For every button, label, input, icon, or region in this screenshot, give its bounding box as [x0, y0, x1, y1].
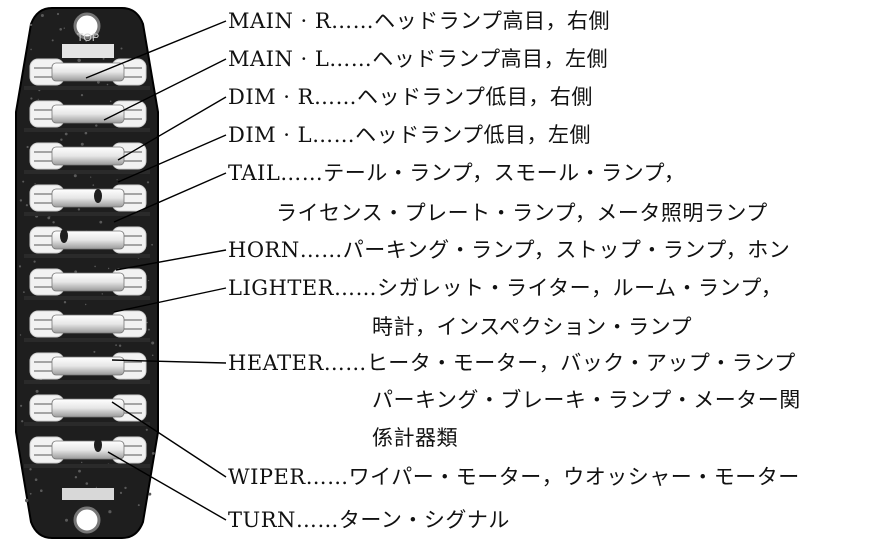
- top-label-plate: [62, 44, 114, 58]
- label-wiper-line: WIPER……ワイパー・モーター，ウオッシャー・モーター: [228, 465, 800, 489]
- leader-lines: [85, 20, 227, 521]
- fuse-row-5: [24, 226, 150, 258]
- label-turn-line: TURN……ターン・シグナル: [228, 508, 510, 532]
- fuse-mark: [94, 438, 102, 452]
- leader-line-4: [117, 134, 227, 183]
- fuse-mark: [60, 229, 68, 243]
- label-wiper: WIPER……ワイパー・モーター，ウオッシャー・モーター: [228, 465, 800, 489]
- fuse-row-6: [24, 268, 150, 300]
- label-heater-line-1: HEATER……ヒータ・モーター，バック・アップ・ランプ: [228, 351, 796, 375]
- leader-line-5: [113, 172, 227, 223]
- fuse-row-7: [24, 310, 150, 342]
- leader-line-9: [111, 401, 227, 478]
- fuse-cartridge: [51, 104, 125, 124]
- label-heater-cont-2: 係計器類: [372, 426, 458, 450]
- fuse-cartridge: [51, 146, 125, 166]
- label-main-l: MAIN · L……ヘッドランプ高目，左側: [228, 47, 608, 71]
- fuse-cartridge: [51, 188, 125, 208]
- leader-line-6: [115, 249, 227, 271]
- fuse-cartridge: [51, 356, 125, 376]
- fuse-cartridge: [51, 314, 125, 334]
- fuse-cartridge: [51, 62, 125, 82]
- fuse-cartridge: [51, 272, 125, 292]
- fuse-row-8: [24, 352, 150, 384]
- fuse-cartridge: [51, 398, 125, 418]
- bottom-label-plate: [62, 488, 114, 500]
- fuse-cartridge: [51, 230, 125, 250]
- label-horn: HORN……パーキング・ランプ，ストップ・ランプ，ホン: [228, 238, 790, 262]
- label-horn-line: HORN……パーキング・ランプ，ストップ・ランプ，ホン: [228, 238, 791, 262]
- fuse-mark: [94, 189, 102, 203]
- leader-line-10: [107, 451, 227, 521]
- label-heater: HEATER……ヒータ・モーター，バック・アップ・ランプ: [228, 351, 796, 375]
- label-heater-line-3: 係計器類: [372, 426, 458, 450]
- label-heater-line-2: パーキング・ブレーキ・ランプ・メーター関: [372, 388, 801, 412]
- label-lighter-line-2: 時計，インスペクション・ランプ: [372, 315, 692, 339]
- fuse-row-4: [24, 184, 150, 216]
- fuse-rows: [24, 58, 150, 468]
- leader-line-8: [111, 359, 227, 364]
- label-dim-r: DIM · R……ヘッドランプ低目，右側: [228, 85, 593, 109]
- label-dim-r-line: DIM · R……ヘッドランプ低目，右側: [228, 85, 593, 109]
- leader-line-3: [117, 96, 227, 161]
- label-main-r: MAIN · R……ヘッドランプ高目，右側: [228, 9, 610, 33]
- label-lighter-line-1: LIGHTER……シガレット・ライター，ルーム・ランプ，: [228, 276, 783, 300]
- label-dim-l: DIM · L……ヘッドランプ低目，左側: [228, 123, 591, 147]
- label-lighter-cont: 時計，インスペクション・ランプ: [372, 315, 692, 339]
- label-tail-line-1: TAIL……テール・ランプ，スモール・ランプ，: [228, 161, 686, 185]
- fuse-row-9: [24, 394, 150, 426]
- label-tail-cont: ライセンス・プレート・ランプ，メータ照明ランプ: [276, 201, 768, 225]
- top-mounting-hole: [73, 12, 101, 40]
- label-tail: TAIL……テール・ランプ，スモール・ランプ，: [228, 161, 685, 185]
- fuse-row-10: [24, 436, 150, 468]
- label-turn: TURN……ターン・シグナル: [228, 508, 510, 532]
- label-main-r-line: MAIN · R……ヘッドランプ高目，右側: [228, 9, 611, 33]
- label-main-l-line: MAIN · L……ヘッドランプ高目，左側: [228, 47, 609, 71]
- top-mark: TOP: [77, 32, 99, 44]
- label-heater-cont: パーキング・ブレーキ・ランプ・メーター関: [372, 388, 801, 412]
- bottom-mounting-hole: [73, 506, 101, 534]
- fuse-cartridge: [51, 440, 125, 460]
- label-tail-line-2: ライセンス・プレート・ランプ，メータ照明ランプ: [276, 201, 768, 225]
- fuse-row-1: [24, 58, 150, 90]
- label-dim-l-line: DIM · L……ヘッドランプ低目，左側: [228, 123, 591, 147]
- leader-line-2: [103, 58, 227, 121]
- leader-line-1: [85, 20, 227, 79]
- fuse-row-3: [24, 142, 150, 174]
- label-lighter: LIGHTER……シガレット・ライター，ルーム・ランプ，: [228, 276, 782, 300]
- leader-line-7: [113, 287, 227, 313]
